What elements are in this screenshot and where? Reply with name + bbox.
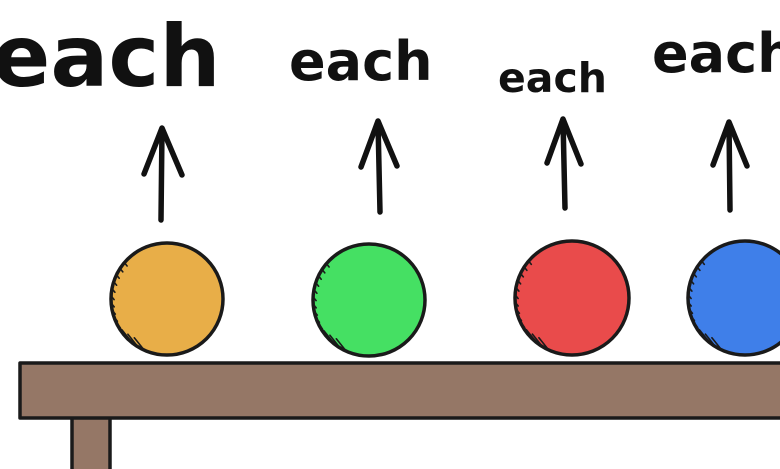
hatch-stroke (329, 334, 343, 352)
hatch-stroke (688, 275, 693, 292)
label-each-4: each (652, 22, 780, 85)
hatch-stroke (691, 248, 706, 266)
hatch-stroke (313, 284, 317, 302)
hatch-stroke (111, 269, 118, 287)
up-arrow-icon (710, 119, 750, 213)
hatch-stroke (111, 291, 115, 308)
ball-orange (109, 241, 225, 357)
hatch-stroke (688, 290, 693, 307)
up-arrow-icon (141, 125, 185, 223)
hatch-stroke (688, 282, 692, 300)
hatch-stroke (313, 277, 318, 295)
ball-blue (686, 239, 780, 357)
up-arrow-icon (358, 118, 400, 215)
hatch-stroke (698, 328, 713, 346)
hatch-stroke (531, 333, 546, 350)
hatch-stroke (704, 333, 719, 350)
hatch-stroke (515, 268, 522, 285)
hatch-stroke (515, 282, 519, 300)
hatch-stroke (515, 297, 521, 315)
hatch-stroke (313, 299, 319, 316)
hatch-stroke (518, 248, 533, 266)
hatch-stroke (114, 250, 128, 267)
hatch-stroke (111, 283, 115, 301)
hatch-stroke (127, 333, 141, 351)
label-each-1: each (0, 7, 221, 107)
up-arrow-icon (544, 116, 584, 211)
label-each-2: each (289, 30, 433, 93)
hatch-stroke (515, 290, 520, 307)
hatch-stroke (688, 268, 695, 285)
hatch-stroke (111, 298, 117, 315)
hatch-stroke (316, 251, 330, 268)
hatch-stroke (515, 275, 520, 292)
hatch-stroke (121, 329, 135, 346)
ball-green (311, 242, 427, 358)
hatch-stroke (525, 328, 540, 346)
hatch-stroke (313, 270, 320, 288)
table-top (18, 361, 780, 420)
table (18, 361, 780, 469)
hatch-stroke (111, 276, 116, 294)
label-each-3: each (498, 54, 607, 102)
ball-red (513, 239, 631, 357)
hatch-stroke (313, 292, 318, 309)
hatch-stroke (688, 297, 694, 315)
hatch-stroke (323, 330, 337, 347)
